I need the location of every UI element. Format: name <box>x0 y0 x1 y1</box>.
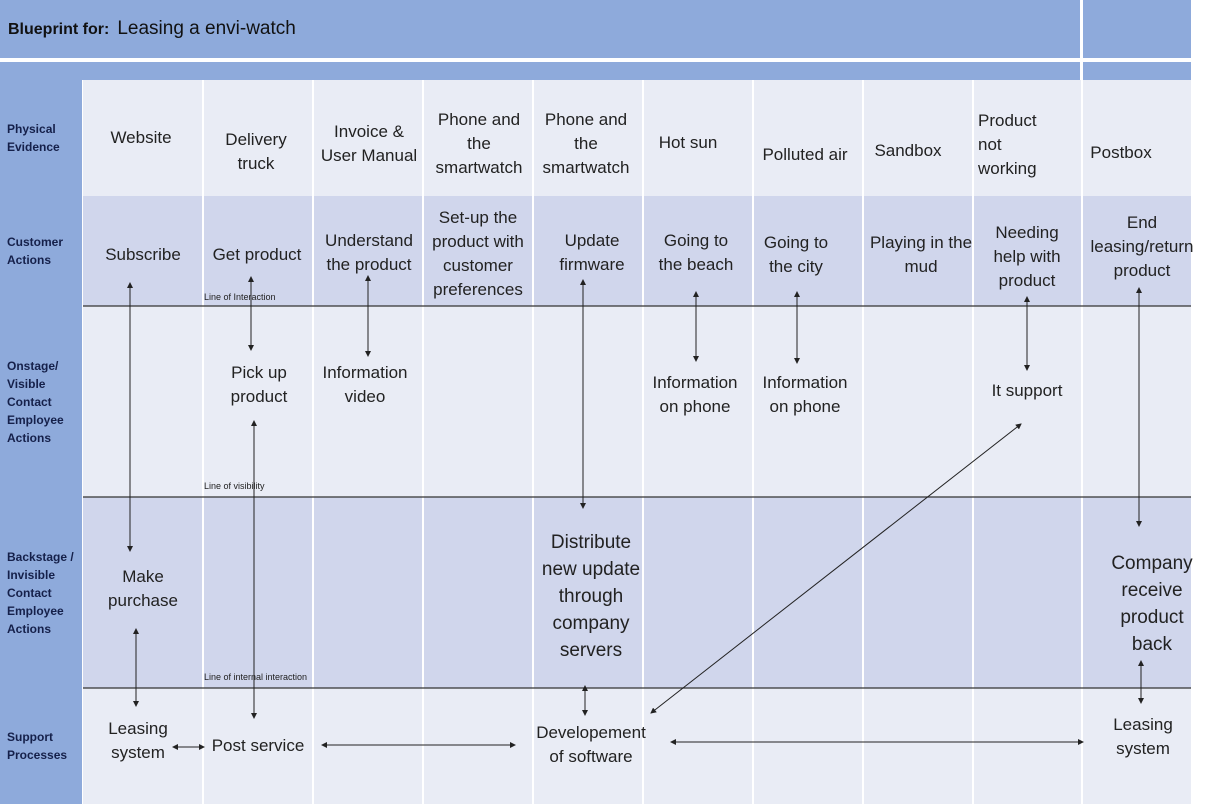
row-label-support: Support Processes <box>0 688 82 804</box>
customer-end-leasing: End leasing/return product <box>1090 213 1194 280</box>
backstage-distribute-update: Distribute new update through company se… <box>541 531 641 661</box>
line-of-interaction-label: Line of Interaction <box>204 292 276 302</box>
onstage-pick-up-product: Pick up product <box>230 363 288 406</box>
onstage-it-support: It support <box>991 381 1063 400</box>
title-text: Leasing a envi-watch <box>117 18 296 39</box>
support-leasing-system-1: Leasing system <box>108 719 168 762</box>
customer-update-firmware: Update firmware <box>559 231 625 274</box>
customer-playing-in-mud: Playing in the mud <box>869 233 973 276</box>
customer-subscribe: Subscribe <box>105 245 181 264</box>
support-development-software: Developement of software <box>536 723 646 766</box>
backstage-make-purchase: Make purchase <box>108 567 178 610</box>
title-bar <box>0 0 1080 58</box>
header-strip-right <box>1083 62 1191 80</box>
support-post-service: Post service <box>211 736 305 755</box>
header-strip <box>0 62 1080 80</box>
support-leasing-system-2: Leasing system <box>1113 715 1173 758</box>
customer-get-product: Get product <box>212 245 302 264</box>
title-prefix: Blueprint for: <box>8 21 110 38</box>
line-of-visibility-label: Line of visibility <box>204 481 265 491</box>
title-bar-right <box>1083 0 1191 58</box>
physical-hot-sun: Hot sun <box>658 133 718 152</box>
row-label-backstage: Backstage / Invisible Contact Employee A… <box>0 497 82 688</box>
customer-needing-help: Needing help with product <box>993 223 1061 290</box>
backstage-company-receive: Company receive product back <box>1111 553 1193 655</box>
customer-understand-product: Understand the product <box>325 231 413 274</box>
line-of-internal-interaction-label: Line of internal interaction <box>204 672 308 682</box>
customer-going-to-city: Going to the city <box>763 233 829 276</box>
onstage-info-on-phone-beach: Information on phone <box>652 373 738 416</box>
physical-phone-smartwatch-1: Phone and the smartwatch <box>435 110 523 177</box>
physical-sandbox: Sandbox <box>874 141 942 160</box>
physical-polluted-air: Polluted air <box>762 145 848 164</box>
physical-postbox: Postbox <box>1090 143 1152 162</box>
onstage-information-video: Information video <box>322 363 408 406</box>
row-label-customer-actions: Customer Actions <box>0 196 82 306</box>
row-label-physical-evidence: Physical Evidence <box>0 80 82 196</box>
customer-set-up-product: Set-up the product with customer prefere… <box>432 208 524 299</box>
customer-going-to-beach: Going to the beach <box>658 231 734 274</box>
onstage-info-on-phone-city: Information on phone <box>762 373 848 416</box>
physical-product-not-working: Product not working <box>978 111 1037 178</box>
physical-delivery-truck: Delivery truck <box>225 130 287 173</box>
row-label-onstage: Onstage/ Visible Contact Employee Action… <box>0 306 82 497</box>
blueprint-title: Blueprint for: Leasing a envi-watch <box>8 18 296 40</box>
physical-invoice-manual: Invoice & User Manual <box>320 122 418 165</box>
physical-phone-smartwatch-2: Phone and the smartwatch <box>542 110 630 177</box>
physical-website: Website <box>110 128 172 147</box>
